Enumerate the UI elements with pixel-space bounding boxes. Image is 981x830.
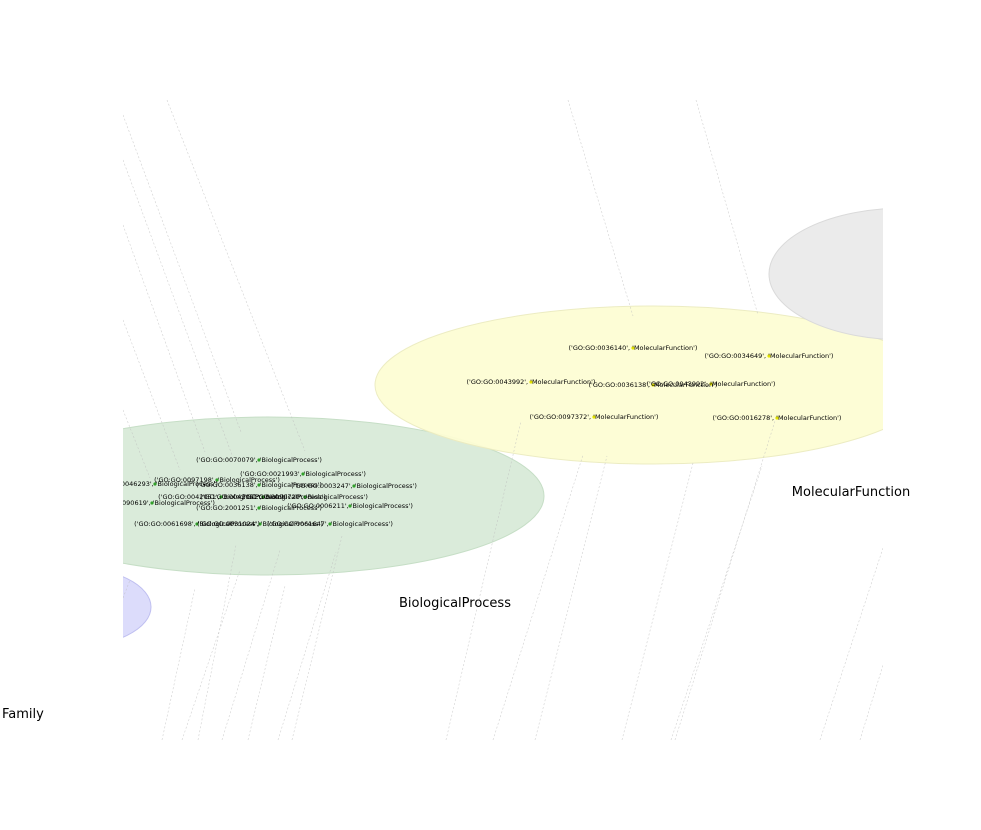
node-label: ('GO:GO:0016278', 'MolecularFunction') bbox=[713, 414, 842, 422]
group-label-molecular-function: MolecularFunction bbox=[792, 485, 910, 500]
node-label: ('GO:GO:0042051', 'BiologicalProcess') bbox=[158, 493, 284, 501]
node-marker bbox=[709, 382, 713, 386]
node-marker bbox=[352, 484, 356, 488]
node-label: ('GO:GO:0090619', 'BiologicalProcess') bbox=[89, 499, 215, 507]
edge bbox=[621, 462, 694, 740]
edge bbox=[819, 547, 883, 740]
node-marker bbox=[219, 495, 223, 499]
edge bbox=[123, 409, 151, 479]
node-marker bbox=[257, 458, 261, 462]
node-label: ('GO:GO:0043992', 'MolecularFunction') bbox=[467, 378, 596, 386]
node-marker bbox=[257, 506, 261, 510]
node-label: ('GO:GO:0036138', 'BiologicalProcess') bbox=[196, 481, 322, 489]
node-label: ('GO:GO:0097372', 'MolecularFunction') bbox=[530, 413, 659, 421]
node-label-layer: ('GO:GO:0036140', 'MolecularFunction') (… bbox=[89, 344, 842, 528]
edge bbox=[247, 585, 286, 740]
node-label: ('GO:GO:0034649', 'MolecularFunction') bbox=[705, 352, 834, 360]
node-marker-layer bbox=[150, 346, 779, 526]
node-marker bbox=[257, 483, 261, 487]
edge-layer bbox=[123, 100, 883, 740]
node-label: ('GO:GO:0021993', 'BiologicalProcess') bbox=[240, 470, 366, 478]
edge bbox=[221, 549, 281, 740]
node-label: ('GO:GO:0090720', 'BiologicalProcess') bbox=[242, 493, 368, 501]
edge bbox=[123, 579, 131, 599]
node-marker bbox=[153, 482, 157, 486]
node-marker bbox=[328, 522, 332, 526]
edge bbox=[859, 664, 883, 740]
group-region-biological-process bbox=[123, 416, 545, 576]
node-label: ('GO:GO:0097198', 'BiologicalProcess') bbox=[154, 476, 280, 484]
node-label: ('GO:GO:0070079', 'BiologicalProcess') bbox=[196, 456, 322, 464]
node-label: ('GO:GO:0036140', 'MolecularFunction') bbox=[569, 344, 698, 352]
edge bbox=[291, 535, 343, 740]
node-label: ('GO:GO:0046293', 'BiologicalProcess') bbox=[92, 480, 218, 488]
node-marker bbox=[592, 415, 596, 419]
node-marker bbox=[150, 501, 154, 505]
node-label: ('GO:GO:0043992', 'MolecularFunction') bbox=[647, 380, 776, 388]
node-marker bbox=[261, 495, 265, 499]
edge bbox=[670, 465, 763, 740]
edge bbox=[123, 224, 206, 453]
node-marker bbox=[651, 383, 655, 387]
edge bbox=[534, 455, 608, 740]
node-label: ('GO:GO:0031024', 'BiologicalProcess') bbox=[197, 520, 323, 528]
edge bbox=[181, 569, 241, 740]
node-label: ('GO:GO:0061698', 'BiologicalProcess') bbox=[134, 520, 260, 528]
group-label-family: Family bbox=[2, 707, 44, 722]
edge bbox=[123, 159, 233, 456]
edge bbox=[695, 100, 759, 316]
node-marker bbox=[767, 354, 771, 358]
node-label: ('GO:GO:0036138', 'MolecularFunction') bbox=[589, 381, 718, 389]
node-marker bbox=[301, 472, 305, 476]
node-marker bbox=[215, 478, 219, 482]
group-label-biological-process: BiologicalProcess bbox=[399, 596, 511, 611]
node-label: ('GO:GO:0042051', 'BiologicalProcess') bbox=[200, 493, 326, 501]
edge bbox=[674, 420, 776, 740]
node-marker bbox=[775, 416, 779, 420]
edge bbox=[277, 551, 337, 740]
edge bbox=[197, 544, 237, 740]
edge bbox=[166, 100, 306, 452]
edge bbox=[123, 114, 242, 433]
node-marker bbox=[631, 346, 635, 350]
node-marker bbox=[348, 504, 352, 508]
node-label: ('GO:GO:0061647', 'BiologicalProcess') bbox=[267, 520, 393, 528]
edge bbox=[445, 420, 522, 740]
edge bbox=[161, 587, 196, 740]
node-marker bbox=[258, 522, 262, 526]
node-marker bbox=[529, 380, 533, 384]
edge bbox=[567, 100, 634, 317]
node-label: ('GO:GO:0003247', 'BiologicalProcess') bbox=[291, 482, 417, 490]
node-marker bbox=[195, 522, 199, 526]
group-region-molecular-function bbox=[374, 305, 883, 465]
node-label: ('GO:GO:0006211', 'BiologicalProcess') bbox=[287, 502, 413, 510]
group-region-family bbox=[123, 576, 152, 638]
edge bbox=[492, 454, 584, 740]
group-region-unlabeled bbox=[768, 208, 883, 340]
edge bbox=[123, 319, 181, 471]
node-label: ('GO:GO:2001251', 'BiologicalProcess') bbox=[196, 504, 322, 512]
node-marker bbox=[303, 495, 307, 499]
